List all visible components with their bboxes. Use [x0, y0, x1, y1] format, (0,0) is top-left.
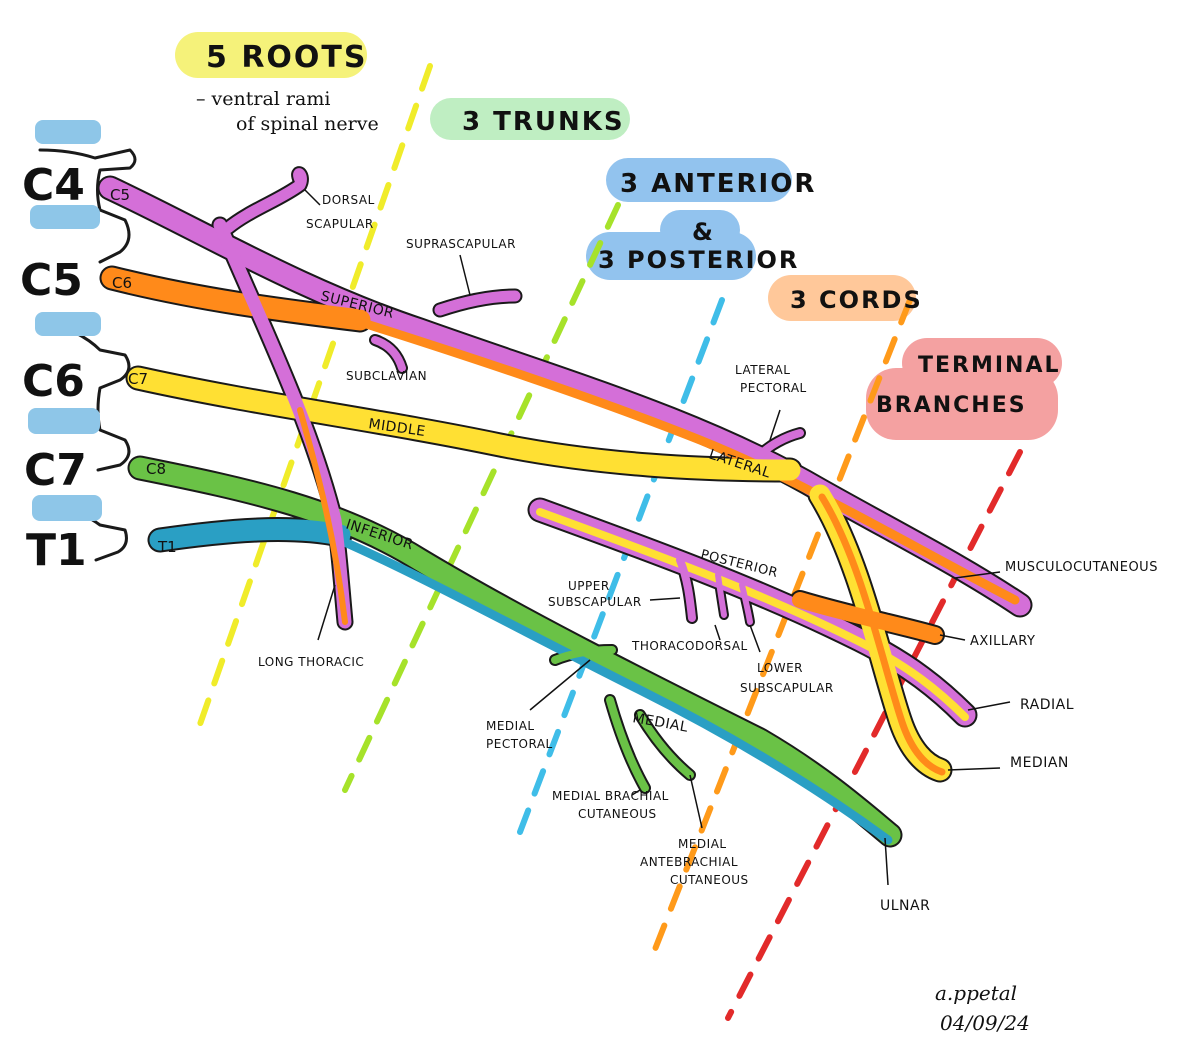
divisions-highlight-2 — [586, 232, 756, 280]
subclavian-nerve — [371, 336, 406, 372]
suprascapular-nerve — [434, 290, 521, 316]
leader-lines — [304, 189, 1011, 886]
trunks-divisions-divider — [342, 202, 621, 793]
terminal-header-line1: TERMINAL — [918, 353, 1061, 378]
lower-subscapular-label-2: SUBSCAPULAR — [740, 681, 834, 695]
trunks-header: 3 TRUNKS — [462, 107, 625, 137]
vertebra-label-c7: C7 — [24, 445, 87, 496]
medial-pectoral-label-1: MEDIAL — [486, 719, 535, 733]
c6-superior-orange-band — [355, 317, 1020, 605]
roots-note-line2: of spinal nerve — [236, 113, 379, 135]
axillary-label: AXILLARY — [970, 634, 1035, 649]
subclavian-label: SUBCLAVIAN — [346, 369, 427, 383]
upper-subscapular-nerve — [676, 556, 696, 622]
roots-trunks-divider — [195, 63, 433, 733]
divisions-highlight-1 — [606, 158, 792, 202]
divisions-header-amp: & — [692, 218, 715, 246]
dorsal-scapular-nerve — [222, 168, 307, 234]
root-label-t1: T1 — [157, 538, 177, 556]
long-thoracic-orange-band — [297, 407, 348, 625]
vertebra-body-5 — [32, 495, 102, 521]
t1-root-nerve — [149, 519, 351, 551]
lower-subscapular-label-1: LOWER — [757, 661, 803, 675]
dorsal-scapular-label-1: DORSAL — [322, 193, 375, 207]
vertebra-body-2 — [30, 205, 100, 229]
lateral-pectoral-label-1: LATERAL — [735, 363, 790, 377]
vertebra-label-t1: T1 — [26, 525, 87, 576]
median-label: MEDIAN — [1010, 755, 1069, 771]
suprascapular-label: SUPRASCAPULAR — [406, 237, 516, 251]
roots-header: 5 ROOTS — [206, 40, 368, 75]
signature-date: 04/09/24 — [940, 1011, 1030, 1035]
dorsal-scapular-label-2: SCAPULAR — [306, 217, 374, 231]
medial-brachial-label-2: CUTANEOUS — [578, 807, 657, 821]
roots-note-line1: – ventral rami — [196, 88, 330, 110]
root-label-c5: C5 — [110, 186, 130, 204]
trunk-label-middle: MIDDLE — [367, 416, 426, 440]
radial-label: RADIAL — [1020, 697, 1074, 713]
terminal-highlight-2 — [866, 368, 1058, 440]
medial-antebrachial-label-2: ANTEBRACHIAL — [640, 855, 738, 869]
c8-inferior-medial-nerve — [129, 457, 901, 846]
long-thoracic-label: LONG THORACIC — [258, 655, 364, 669]
upper-subscapular-label-2: SUBSCAPULAR — [548, 595, 642, 609]
lateral-pectoral-label-2: PECTORAL — [740, 381, 807, 395]
posterior-cord-yellow-band — [536, 508, 969, 721]
lateral-pectoral-nerve — [756, 429, 804, 459]
cords-highlight — [768, 275, 916, 321]
axillary-nerve — [792, 592, 943, 643]
divisions-header-line1: 3 ANTERIOR — [620, 169, 816, 199]
nerve-fills — [99, 168, 1031, 846]
trunks-highlight — [430, 98, 630, 140]
cords-terminal-divider — [647, 297, 913, 965]
medial-antebrachial-cutaneous-nerve — [636, 711, 694, 779]
thoracodorsal-nerve — [715, 572, 727, 618]
vertebral-column — [28, 120, 137, 562]
vertebra-body-4 — [28, 408, 100, 434]
vertebra-label-c6: C6 — [22, 356, 85, 407]
musculocutaneous-label: MUSCULOCUTANEOUS — [1005, 560, 1158, 575]
median-orange-band — [818, 493, 946, 776]
root-label-c7: C7 — [128, 370, 148, 388]
lower-subscapular-nerve — [739, 582, 753, 625]
upper-subscapular-label-1: UPPER — [568, 579, 610, 593]
root-label-c8: C8 — [146, 460, 166, 478]
signature-name: a.ppetal — [935, 981, 1017, 1005]
divisions-cords-divider — [517, 297, 725, 835]
cords-header: 3 CORDS — [790, 286, 923, 314]
c6-root-nerve — [101, 267, 371, 331]
vertebra-body-3 — [35, 312, 101, 336]
thoracodorsal-label: THORACODORSAL — [631, 639, 748, 653]
c7-middle-nerve — [127, 367, 801, 481]
medial-brachial-cutaneous-nerve — [606, 696, 649, 792]
t1-inferior-blue-band — [335, 535, 893, 845]
medial-brachial-label-1: MEDIAL BRACHIAL — [552, 789, 669, 803]
medial-antebrachial-label-3: CUTANEOUS — [670, 873, 749, 887]
vertebra-body-1 — [35, 120, 101, 144]
medial-antebrachial-label-1: MEDIAL — [678, 837, 727, 851]
medial-pectoral-nerve — [551, 646, 616, 664]
terminal-divider — [725, 449, 1023, 1021]
vertebra-label-c5: C5 — [20, 255, 83, 306]
root-label-c6: C6 — [112, 274, 132, 292]
terminal-header-line2: BRANCHES — [876, 393, 1027, 418]
ulnar-label: ULNAR — [880, 898, 930, 914]
vertebra-label-c4: C4 — [22, 160, 85, 211]
divisions-header-line2: 3 POSTERIOR — [598, 246, 799, 274]
medial-pectoral-label-2: PECTORAL — [486, 737, 553, 751]
roots-highlight — [175, 32, 367, 78]
